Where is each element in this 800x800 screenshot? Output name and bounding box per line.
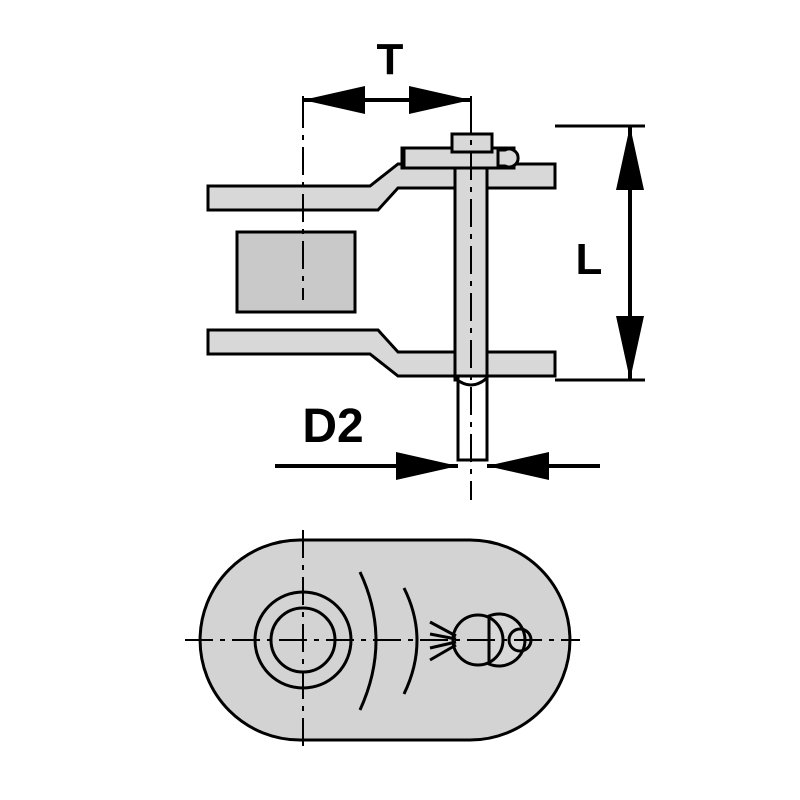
lower-link-plate [206,328,557,378]
top-view-group [185,530,580,752]
top-view-cotter-line-3 [429,640,457,650]
dimension-arrow-t-right [409,86,471,114]
dimension-arrow-t-left [303,86,365,114]
top-view-cotter-line-2 [429,632,457,641]
dimension-label-d2: D2 [302,400,363,453]
dimension-label-l: L [576,235,603,284]
upper-link-plate [206,162,557,212]
top-view-cotter-line-4 [429,643,457,662]
pin-head-rivet [496,147,520,169]
dimension-arrow-l-top [616,126,644,190]
pin-lower-extension [456,374,489,462]
dimension-arrow-d2-inner-right [487,452,549,480]
side-view-group: T L D2 [206,35,645,500]
dimension-label-t: T [377,35,404,84]
bushing-block [235,230,357,314]
pin-round-end [454,376,488,387]
dimension-arrow-l-bottom [616,316,644,380]
top-view-offset-curve-right [402,587,419,695]
dimension-arrow-d2-inner-left [396,452,458,480]
top-view-cotter-line-1 [429,620,457,638]
